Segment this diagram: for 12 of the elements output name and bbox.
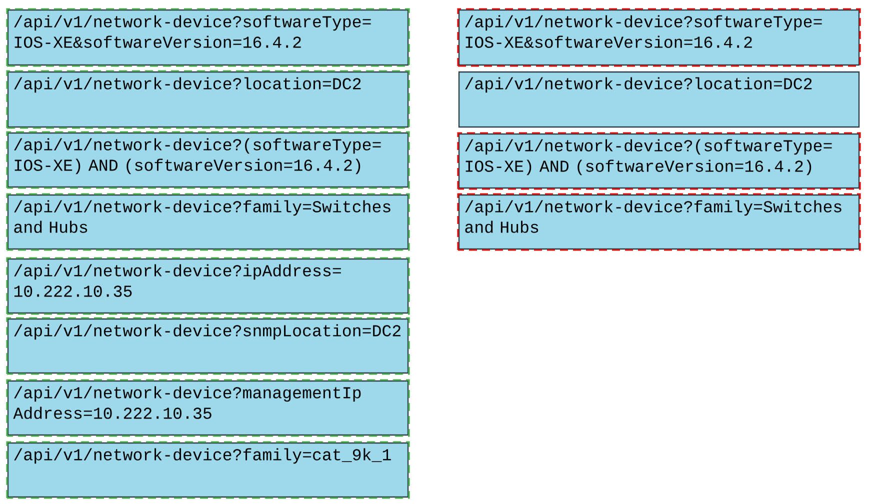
query-box: /api/v1/network-device?family=Switches and Hubs <box>6 193 410 251</box>
query-box: /api/v1/network-device?softwareType= IOS-XE&softwareVersion=16.4.2 <box>6 8 410 67</box>
query-box: /api/v1/network-device?snmpLocation=DC2 <box>6 317 410 375</box>
query-box: /api/v1/network-device?family=cat_9k_1 <box>6 441 410 499</box>
query-box: /api/v1/network-device?ipAddress= 10.222.10.35 <box>6 257 410 315</box>
query-box: /api/v1/network-device?family=Switches and Hubs <box>457 193 861 251</box>
query-box: /api/v1/network-device?softwareType= IOS-XE&softwareVersion=16.4.2 <box>457 8 861 67</box>
query-box: /api/v1/network-device?(softwareType= IOS-XE) AND (softwareVersion=16.4.2) <box>457 132 861 190</box>
query-box: /api/v1/network-device?location=DC2 <box>458 71 860 128</box>
query-box: /api/v1/network-device?location=DC2 <box>6 70 410 129</box>
query-box: /api/v1/network-device?(softwareType= IOS-XE) AND (softwareVersion=16.4.2) <box>6 131 410 189</box>
query-box: /api/v1/network-device?managementIp Address=10.222.10.35 <box>6 379 410 437</box>
